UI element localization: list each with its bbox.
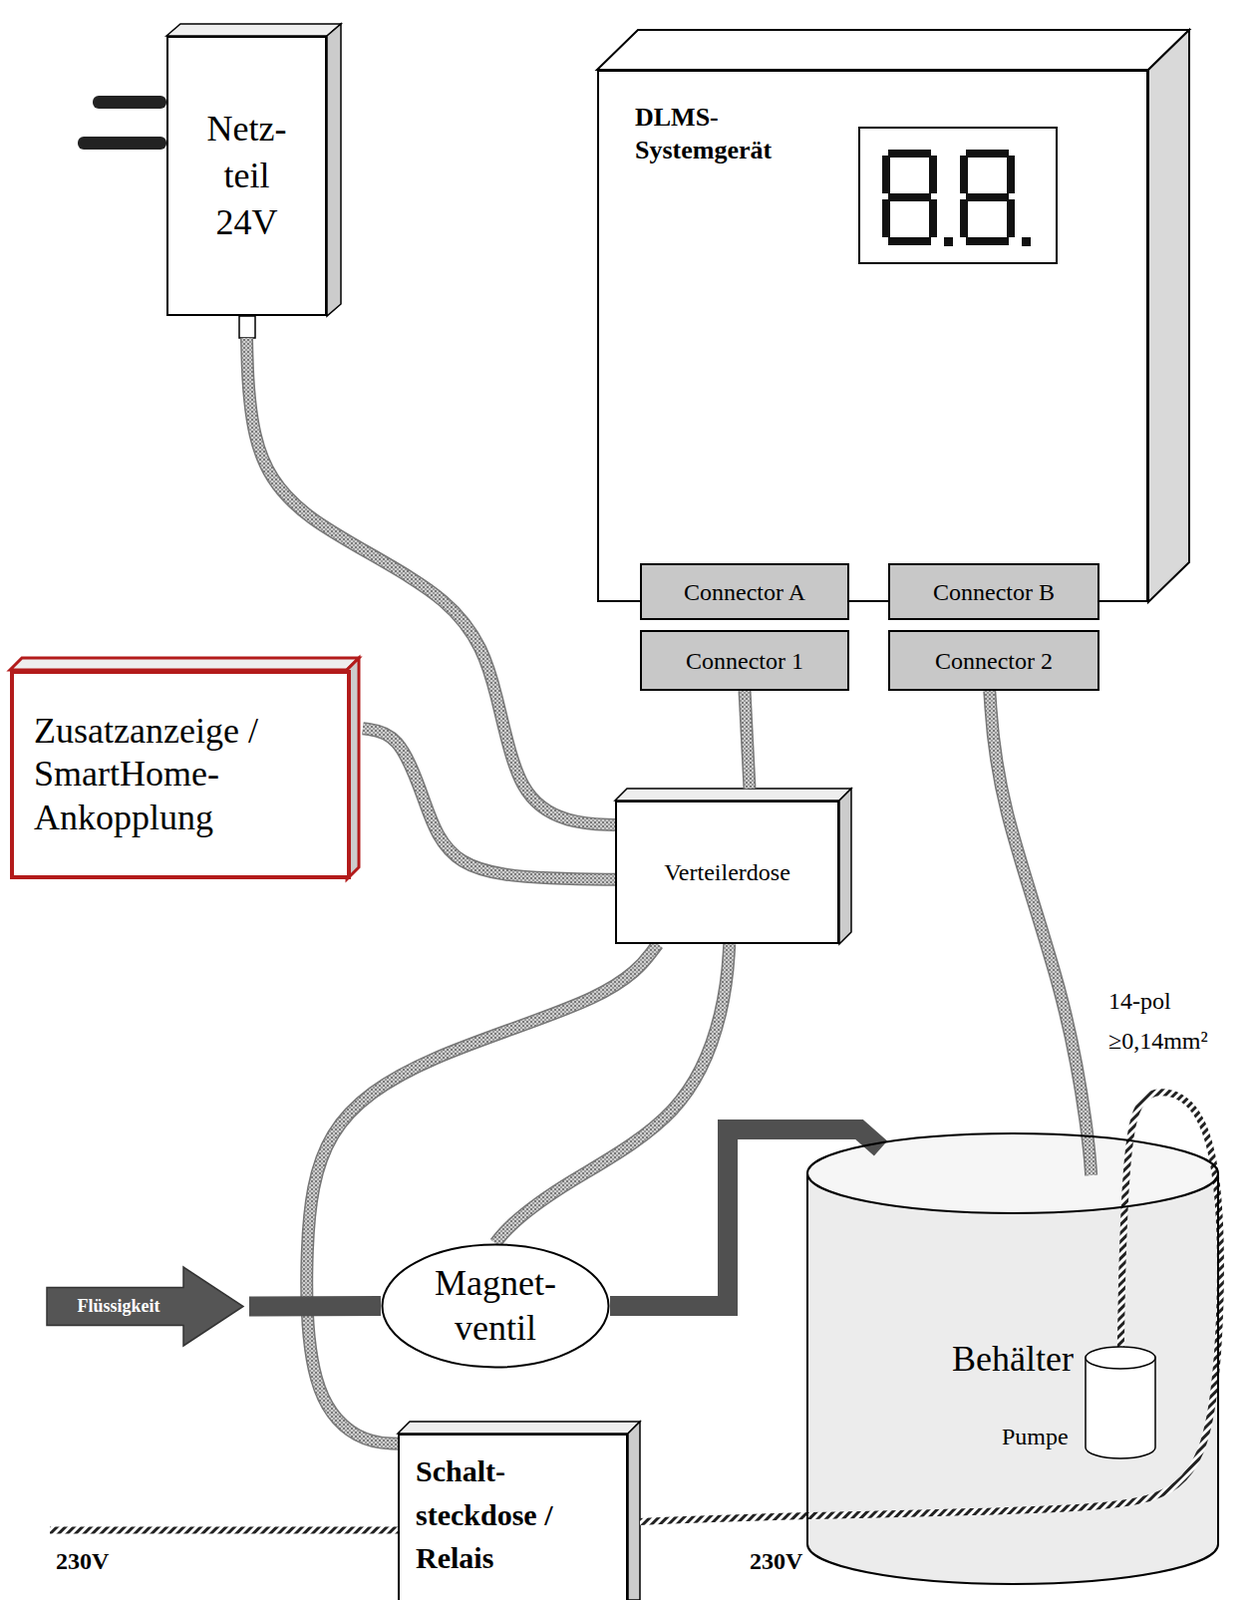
box-top bbox=[615, 788, 852, 801]
plug-pin bbox=[92, 95, 167, 109]
segment bbox=[888, 149, 932, 158]
node-text: Connector 2 bbox=[935, 645, 1053, 676]
valve-ellipse: Magnet- ventil bbox=[380, 1243, 611, 1369]
power-supply: Netz- teil 24V bbox=[166, 35, 327, 316]
text-block: Flüssigkeit bbox=[76, 1294, 160, 1318]
cable-outline bbox=[989, 690, 1092, 1176]
display-box: Zusatzanzeige / SmartHome- Ankopplung bbox=[9, 669, 351, 880]
node-text: Flüssigkeit bbox=[76, 1294, 160, 1318]
node-text: Schalt- steckdose / Relais bbox=[415, 1449, 591, 1580]
ellipse-outline bbox=[382, 1245, 610, 1368]
cylinder-outline bbox=[807, 1173, 1219, 1584]
segment bbox=[959, 199, 968, 238]
text-block: Netz- teil 24V bbox=[192, 105, 303, 246]
mains-line bbox=[49, 1527, 398, 1535]
node-text: Connector A bbox=[683, 577, 806, 608]
connector-box: Connector B bbox=[888, 563, 1100, 621]
segment bbox=[929, 155, 938, 194]
display-segments bbox=[882, 149, 1031, 247]
voltage-label: 230V bbox=[749, 1547, 803, 1576]
text-block: Verteilerdose bbox=[663, 857, 791, 888]
pump-top bbox=[1085, 1346, 1156, 1369]
connector-box: Connector 1 bbox=[639, 629, 850, 691]
cable-spec: 14-pol ≥0,14mm² bbox=[1108, 981, 1249, 1061]
tank-cylinder: BehälterPumpe bbox=[806, 1133, 1220, 1585]
cable-outline bbox=[744, 690, 750, 789]
voltage-label: 230V bbox=[55, 1547, 109, 1576]
text-block: Connector 1 bbox=[685, 645, 804, 676]
pump-body bbox=[1085, 1357, 1156, 1459]
segment bbox=[965, 193, 1009, 202]
node-text: Connector 1 bbox=[685, 645, 804, 676]
plug-pin bbox=[77, 136, 167, 150]
text-block: Behälter bbox=[951, 1336, 1074, 1382]
system-device: DLMS- Systemgerät bbox=[597, 69, 1149, 603]
mains-cable bbox=[639, 1092, 1221, 1523]
segment-dot bbox=[1021, 237, 1031, 247]
node-text: Magnet- ventil bbox=[425, 1260, 566, 1351]
box-top bbox=[397, 1421, 640, 1434]
cable bbox=[362, 728, 616, 880]
box-side bbox=[627, 1421, 640, 1600]
cable bbox=[307, 943, 658, 1444]
flow-arrow: Flüssigkeit bbox=[45, 1265, 246, 1347]
text-block: Zusatzanzeige / SmartHome- Ankopplung bbox=[33, 709, 323, 840]
segment bbox=[888, 193, 932, 202]
cable bbox=[989, 690, 1092, 1176]
valve-ellipse-outline bbox=[380, 1243, 611, 1369]
segment bbox=[882, 199, 891, 238]
text-block: Connector A bbox=[683, 577, 806, 608]
segment bbox=[959, 155, 968, 194]
cable-outline bbox=[307, 943, 658, 1444]
segment bbox=[965, 237, 1009, 246]
node-text: DLMS- Systemgerät bbox=[634, 101, 835, 167]
text-block: DLMS- Systemgerät bbox=[634, 101, 835, 167]
text-block: Pumpe bbox=[1001, 1421, 1069, 1452]
tank-fill bbox=[806, 1173, 1220, 1585]
cable bbox=[495, 943, 730, 1244]
text-block: Connector B bbox=[933, 577, 1055, 608]
segment bbox=[1006, 199, 1015, 238]
segment bbox=[882, 155, 891, 194]
connector-box: Connector 2 bbox=[888, 629, 1100, 691]
text-block: Magnet- ventil bbox=[425, 1260, 566, 1351]
segment-dot bbox=[943, 237, 953, 247]
psu-jack bbox=[239, 315, 256, 338]
text-block: Schalt- steckdose / Relais bbox=[415, 1449, 591, 1580]
junction-box: Verteilerdose bbox=[615, 800, 840, 944]
seven-segment-display bbox=[859, 127, 1057, 264]
box-side bbox=[839, 788, 852, 944]
pipe bbox=[249, 1295, 381, 1317]
cable-outline bbox=[362, 728, 616, 880]
segment bbox=[965, 149, 1009, 158]
node-text: Pumpe bbox=[1001, 1421, 1069, 1452]
node-text: Netz- teil 24V bbox=[192, 105, 303, 246]
panel-top bbox=[9, 657, 359, 670]
node-text: Behälter bbox=[951, 1336, 1074, 1382]
node-text: Zusatzanzeige / SmartHome- Ankopplung bbox=[33, 709, 323, 840]
psu-top bbox=[166, 23, 341, 36]
tank-top-fill bbox=[806, 1133, 1220, 1214]
pipe bbox=[610, 1129, 882, 1306]
node-text: Connector B bbox=[933, 577, 1055, 608]
text-block: Connector 2 bbox=[935, 645, 1053, 676]
switch-socket: Schalt- steckdose / Relais bbox=[397, 1433, 628, 1600]
device-side bbox=[1148, 29, 1190, 603]
segment bbox=[888, 237, 932, 246]
arrow-outline bbox=[46, 1266, 244, 1346]
connector-box: Connector A bbox=[639, 563, 850, 621]
segment bbox=[929, 199, 938, 238]
device-top bbox=[597, 29, 1190, 70]
node-text: Verteilerdose bbox=[663, 857, 791, 888]
pump-cylinder: Pumpe bbox=[1001, 1346, 1157, 1460]
cylinder-top bbox=[807, 1133, 1219, 1214]
segment bbox=[1006, 155, 1015, 194]
psu-side bbox=[326, 23, 341, 316]
cable bbox=[744, 690, 750, 789]
